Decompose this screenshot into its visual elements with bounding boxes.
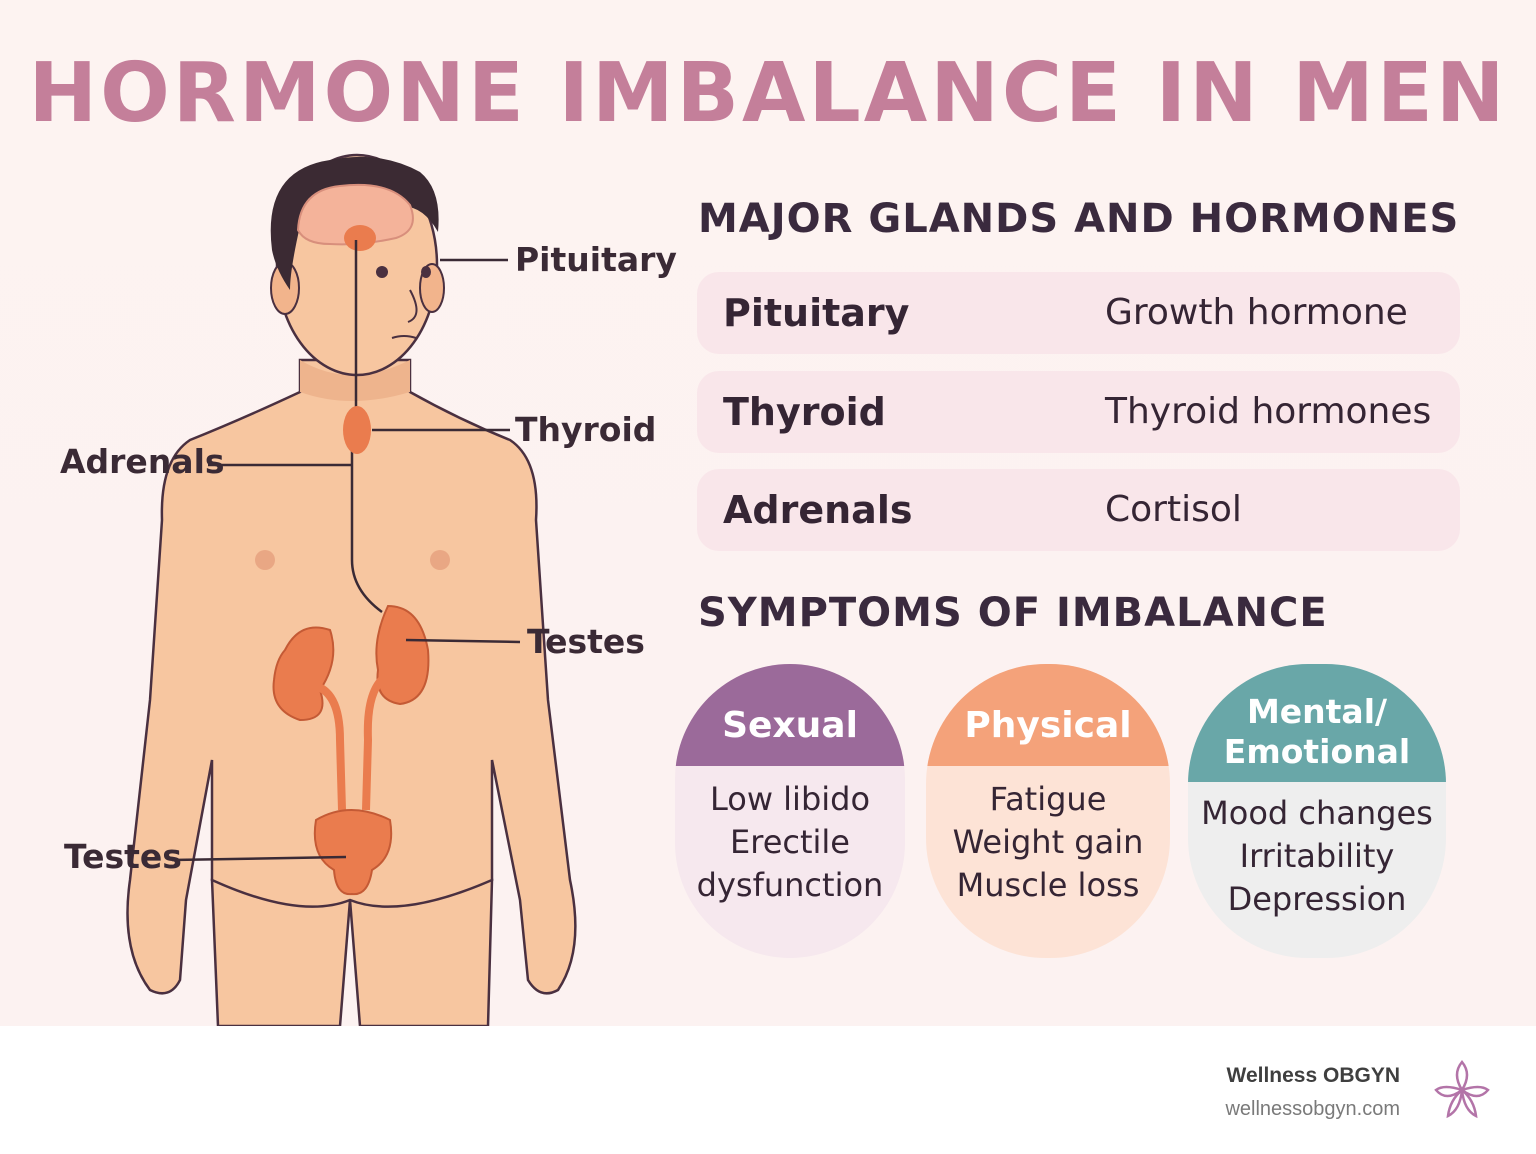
label-testes-lower: Testes (64, 837, 182, 876)
lotus-logo-icon (1434, 1060, 1490, 1119)
symptom-list: Low libido Erectile dysfunction (675, 778, 905, 907)
gland-hormone: Cortisol (1105, 489, 1242, 530)
body-illustration (126, 153, 577, 1028)
symptom-item: Erectile (730, 823, 850, 861)
page-title: HORMONE IMBALANCE IN MEN (28, 46, 1508, 141)
glands-heading: MAJOR GLANDS AND HORMONES (698, 196, 1460, 242)
symptom-card-header: Mental/ Emotional (1188, 664, 1446, 782)
label-pituitary: Pituitary (515, 240, 677, 279)
symptoms-heading: SYMPTOMS OF IMBALANCE (698, 590, 1328, 636)
symptom-item: Depression (1227, 880, 1407, 918)
symptom-card-header: Sexual (675, 664, 905, 766)
gland-name: Pituitary (723, 291, 910, 335)
symptom-item: Mood changes (1201, 794, 1433, 832)
symptom-item: Irritability (1239, 837, 1395, 875)
symptom-card-header: Physical (926, 664, 1170, 766)
gland-row: Thyroid Thyroid hormones (697, 371, 1460, 453)
symptom-item: Weight gain (952, 823, 1144, 861)
symptom-card-sexual: Sexual Low libido Erectile dysfunction (675, 664, 905, 958)
symptom-item: Low libido (709, 780, 871, 818)
symptom-card-physical: Physical Fatigue Weight gain Muscle loss (926, 664, 1170, 958)
body-figure (0, 150, 690, 1028)
brand-name: Wellness OBGYN (1226, 1064, 1401, 1087)
gland-hormone: Growth hormone (1105, 292, 1408, 333)
symptom-item: dysfunction (696, 866, 884, 904)
symptom-item: Fatigue (989, 780, 1107, 818)
gland-hormone: Thyroid hormones (1105, 391, 1432, 432)
gland-name: Thyroid (723, 390, 886, 434)
symptom-title-line: Mental/ (1246, 692, 1388, 731)
symptom-title: Physical (964, 705, 1132, 746)
symptom-card-mental: Mental/ Emotional Mood changes Irritabil… (1188, 664, 1446, 958)
symptom-item: Muscle loss (956, 866, 1140, 904)
gland-row: Adrenals Cortisol (697, 469, 1460, 551)
gland-name: Adrenals (723, 488, 913, 532)
symptom-title: Sexual (722, 705, 858, 746)
label-adrenals: Adrenals (60, 442, 225, 481)
symptom-title-line: Emotional (1223, 732, 1411, 771)
symptom-list: Fatigue Weight gain Muscle loss (926, 778, 1170, 907)
label-testes-upper: Testes (527, 622, 645, 661)
symptom-list: Mood changes Irritability Depression (1188, 792, 1446, 921)
brand-url: wellnessobgyn.com (1225, 1098, 1400, 1120)
label-thyroid: Thyroid (515, 410, 657, 449)
gland-row: Pituitary Growth hormone (697, 272, 1460, 354)
